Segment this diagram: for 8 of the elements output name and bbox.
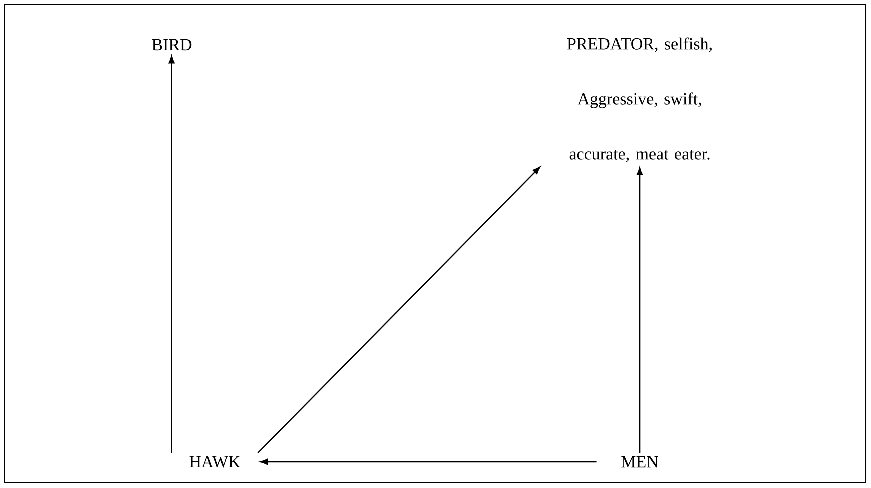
node-label: BIRD <box>152 39 192 51</box>
arrow <box>258 166 540 454</box>
arrow <box>636 168 644 454</box>
arrow <box>168 56 175 454</box>
node-label: MEN <box>622 456 658 468</box>
node-label: PREDATOR, selfish, Aggressive, swift, accurate, meat eater. <box>567 38 712 162</box>
node-label: HAWK <box>190 456 241 468</box>
arrow <box>260 458 597 466</box>
